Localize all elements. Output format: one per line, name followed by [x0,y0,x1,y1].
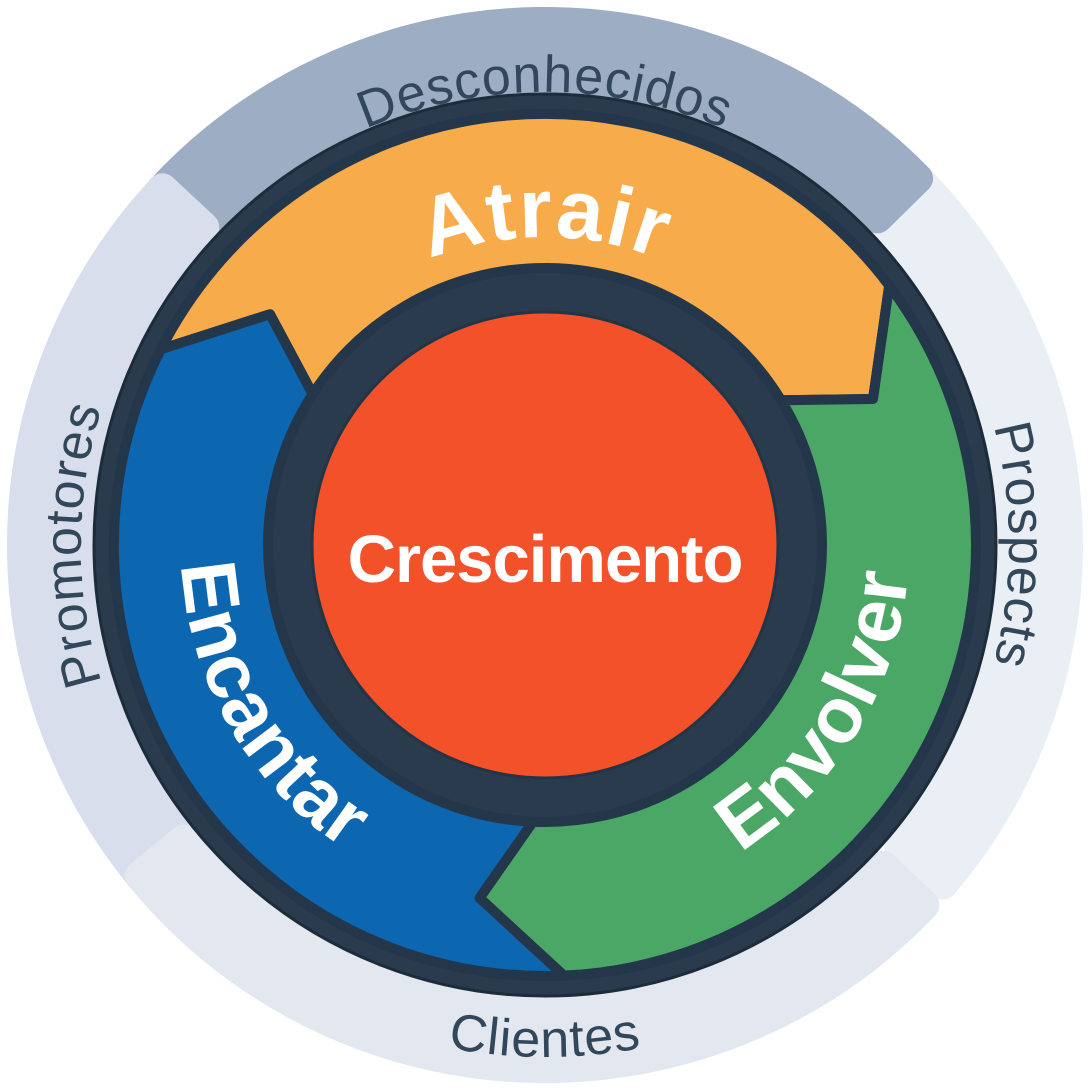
segment-atrair [155,108,895,406]
center-label: Crescimento [348,522,743,597]
center-circle [310,310,780,780]
segment-envolver [474,280,981,981]
band-promotores [7,173,220,893]
wheel-segments [108,108,981,982]
segment-encantar [108,309,569,982]
label-clientes: Clientes [446,1002,645,1069]
band-prospects [865,166,1083,900]
outer-ring [7,6,1083,1083]
band-clientes [124,824,940,1083]
band-desconhecidos [146,6,934,244]
